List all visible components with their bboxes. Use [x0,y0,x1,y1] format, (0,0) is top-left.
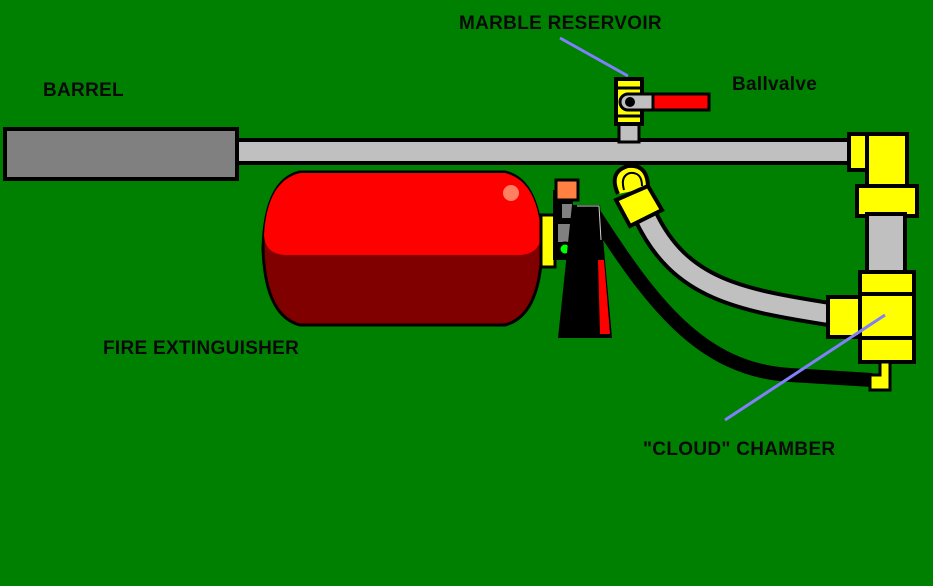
marble-reservoir-pointer [559,36,629,78]
cloud-chamber-side-port [826,295,864,339]
hose-fitting [613,183,665,229]
cloud-chamber-pointer [724,313,886,422]
marble-reservoir-label: MARBLE RESERVOIR [459,13,662,34]
ballvalve-label: Ballvalve [732,74,818,95]
cloud-chamber-bottom [858,336,916,364]
elbow [865,132,909,192]
cloud-chamber-label: "CLOUD" CHAMBER [643,439,836,460]
handle-highlight [577,205,602,241]
cloud-chamber [858,292,916,340]
black-hose [589,211,873,387]
fire-extinguisher-label: FIRE EXTINGUISHER [103,338,300,359]
handle-lever [558,205,612,338]
pressure-pin [554,178,580,202]
tank-highlight [503,185,519,201]
vertical-pipe [865,212,907,276]
head-gray-upper [562,204,572,218]
upper-coupling [855,184,919,218]
barrel [3,127,239,181]
handle-red-strip [598,260,610,334]
barrel-label: BARREL [43,80,124,101]
gray-hose [636,211,837,324]
valve-pivot [625,97,635,107]
hose-fitting-ring-inner [621,171,643,191]
tank-collar [539,213,557,269]
valve-handle [651,92,711,112]
tank-top [264,173,541,255]
main-pipe [234,138,854,165]
drain-fitting [868,360,892,392]
